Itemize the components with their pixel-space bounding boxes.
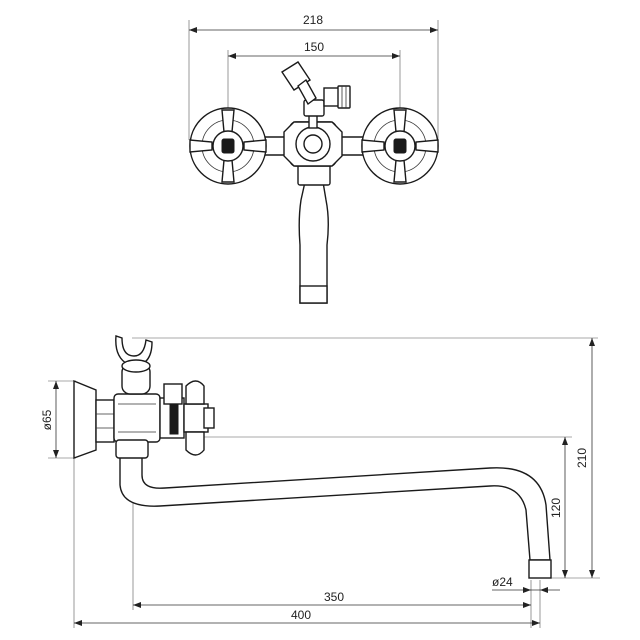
- dim-overall-height-label: 210: [575, 448, 589, 468]
- top-right-handle: [361, 107, 439, 185]
- side-cross-handle: [183, 380, 215, 456]
- dim-flange-diameter-label: ø65: [40, 409, 54, 430]
- dim-total-reach: 400: [74, 608, 540, 626]
- top-diverter: [281, 61, 351, 167]
- dim-overall-height: 210: [575, 338, 595, 578]
- dim-spout-height: 120: [549, 437, 568, 578]
- dim-handle-spacing-label: 150: [304, 40, 324, 54]
- top-left-handle: [189, 107, 267, 185]
- dim-flange-diameter: ø65: [40, 381, 59, 458]
- dim-overall-width: 218: [188, 13, 439, 140]
- dim-overall-width-label: 218: [303, 13, 323, 27]
- dim-spout-reach-label: 350: [324, 590, 344, 604]
- side-body: [113, 383, 185, 459]
- dim-outlet-diameter-label: ø24: [492, 575, 513, 589]
- dim-outlet-diameter: ø24: [492, 575, 560, 593]
- side-wall-flange: [73, 379, 115, 459]
- top-view: 218 150: [188, 13, 439, 304]
- top-spout: [298, 181, 329, 304]
- side-spout: [119, 454, 552, 579]
- dim-total-reach-label: 400: [291, 608, 311, 622]
- dim-spout-reach: 350: [133, 590, 531, 608]
- dim-spout-height-label: 120: [549, 498, 563, 518]
- side-view: ø65 210 120 ø24 350: [40, 335, 600, 628]
- side-shower-holder: [115, 335, 153, 395]
